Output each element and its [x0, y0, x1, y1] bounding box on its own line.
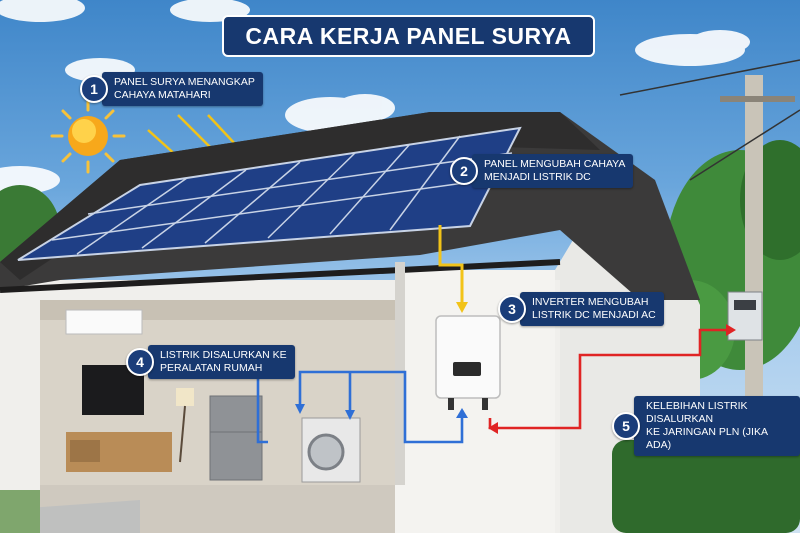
inverter-icon: [435, 315, 501, 410]
hedge: [612, 440, 800, 533]
electric-meter-icon: [727, 291, 763, 341]
step-2: 2 PANEL MENGUBAH CAHAYA MENJADI LISTRIK …: [450, 154, 634, 188]
sun-icon: [50, 98, 126, 174]
step-label: PANEL MENGUBAH CAHAYA MENJADI LISTRIK DC: [472, 154, 634, 188]
step-number: 4: [126, 348, 154, 376]
refrigerator-icon: [209, 395, 263, 481]
step-4: 4 LISTRIK DISALURKAN KE PERALATAN RUMAH: [126, 345, 295, 379]
step-3: 3 INVERTER MENGUBAH LISTRIK DC MENJADI A…: [498, 292, 664, 326]
solar-panel-icon: [17, 126, 522, 261]
washing-machine-icon: [301, 417, 361, 483]
step-label: INVERTER MENGUBAH LISTRIK DC MENJADI AC: [520, 292, 664, 326]
tv-icon: [66, 365, 172, 472]
step-label: KELEBIHAN LISTRIK DISALURKAN KE JARINGAN…: [634, 396, 800, 456]
step-1: 1 PANEL SURYA MENANGKAP CAHAYA MATAHARI: [80, 72, 263, 106]
page-title: CARA KERJA PANEL SURYA: [222, 15, 595, 57]
step-number: 2: [450, 157, 478, 185]
dc-wire: [438, 225, 464, 305]
step-label: PANEL SURYA MENANGKAP CAHAYA MATAHARI: [102, 72, 263, 106]
ac-wire: [256, 370, 464, 444]
air-conditioner: [65, 309, 143, 335]
step-number: 5: [612, 412, 640, 440]
step-label: LISTRIK DISALURKAN KE PERALATAN RUMAH: [148, 345, 295, 379]
step-number: 1: [80, 75, 108, 103]
step-number: 3: [498, 295, 526, 323]
step-5: 5 KELEBIHAN LISTRIK DISALURKAN KE JARING…: [612, 396, 800, 456]
